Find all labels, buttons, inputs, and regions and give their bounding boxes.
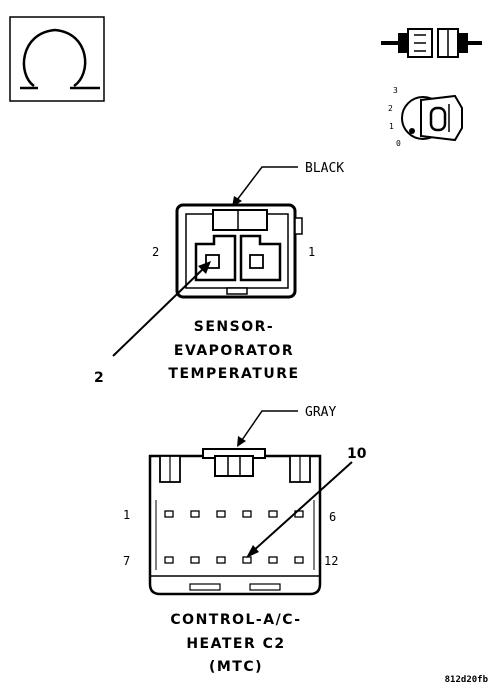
sensor-bottom-notch xyxy=(226,287,248,295)
control-cavity-12 xyxy=(294,556,304,564)
control-cavity-4 xyxy=(242,510,252,518)
figure-code: 812d20fb xyxy=(445,675,489,685)
control-cavity-9 xyxy=(216,556,226,564)
control-callout-arrowhead xyxy=(246,545,259,558)
wire-color-leader xyxy=(236,166,298,201)
sensor-callout-arrowhead xyxy=(198,261,211,274)
sensor-latch xyxy=(294,217,303,235)
control-cavity-5 xyxy=(268,510,278,518)
control-pin-6-label: 6 xyxy=(329,510,336,524)
ignition-position-2: 2 xyxy=(388,104,393,113)
gray-leader-arrowhead xyxy=(237,436,246,447)
control-name-line-1: CONTROL-A/C- xyxy=(170,612,301,628)
control-cavity-1 xyxy=(164,510,174,518)
sensor-name-line-1: SENSOR- xyxy=(194,319,274,335)
sensor-lock-tab xyxy=(212,209,268,231)
control-connector: GRAY 1 6 7 xyxy=(123,405,367,675)
sensor-callout-arrow xyxy=(112,267,205,357)
sensor-connector: BLACK 2 1 2 SENSOR- EVAPORATOR TEMPERATU… xyxy=(94,161,344,386)
sensor-name-line-2: EVAPORATOR xyxy=(174,343,294,359)
control-pin-1-label: 1 xyxy=(123,508,130,522)
control-cavity-8 xyxy=(190,556,200,564)
ignition-position-1: 1 xyxy=(389,122,394,131)
sensor-name-line-3: TEMPERATURE xyxy=(168,366,299,382)
ignition-key-icon: 3 2 1 0 xyxy=(388,86,463,148)
control-pin-7-label: 7 xyxy=(123,554,130,568)
control-callout-number: 10 xyxy=(347,446,367,462)
gray-wire-leader xyxy=(241,410,298,441)
control-wire-color-label: GRAY xyxy=(305,405,336,420)
control-name-line-2: HEATER C2 xyxy=(186,636,285,652)
omega-ground-icon xyxy=(9,16,105,102)
control-name-line-3: (MTC) xyxy=(209,659,263,675)
control-pin-12-label: 12 xyxy=(324,554,338,568)
control-callout-arrow xyxy=(251,461,353,553)
control-cavity-3 xyxy=(216,510,226,518)
sensor-wire-color-label: BLACK xyxy=(305,161,344,176)
control-cavity-10 xyxy=(242,556,252,564)
sensor-callout-number: 2 xyxy=(94,370,104,386)
ignition-position-0: 0 xyxy=(396,139,401,148)
sensor-pin-right-label: 1 xyxy=(308,245,315,259)
control-cavity-7 xyxy=(164,556,174,564)
connector-plug-icon xyxy=(381,28,482,58)
control-cavity-11 xyxy=(268,556,278,564)
sensor-pin-left-label: 2 xyxy=(152,245,159,259)
control-cavity-2 xyxy=(190,510,200,518)
sensor-cavity-1 xyxy=(239,234,282,282)
ignition-position-3: 3 xyxy=(393,86,398,95)
